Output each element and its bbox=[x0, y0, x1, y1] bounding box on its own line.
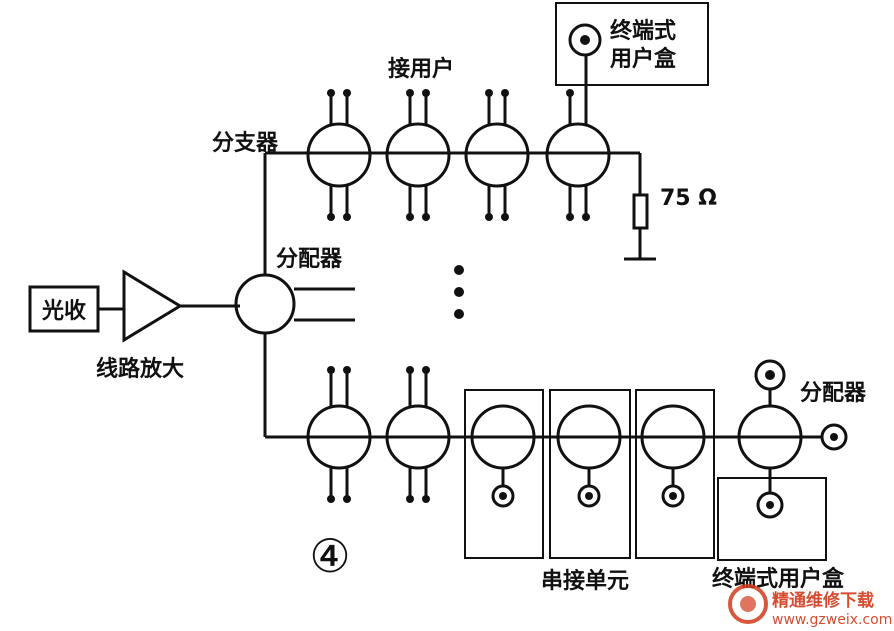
continuation-dots bbox=[454, 265, 464, 319]
terminal-outlet-bottom-label: 终端式用户盒 bbox=[712, 566, 845, 592]
terminal-outlet-label-line-1: 终端式 bbox=[610, 18, 676, 44]
watermark-url: www.gzweix.com bbox=[772, 612, 892, 628]
watermark: 精通维修下载 www.gzweix.com bbox=[728, 584, 892, 628]
terminator-resistor: 75 Ω bbox=[624, 153, 717, 261]
series-unit-1 bbox=[464, 389, 544, 559]
terminal-outlet-label-line-2: 用户盒 bbox=[610, 46, 677, 72]
optical-receiver: 光收 bbox=[28, 285, 100, 333]
watermark-site-name: 精通维修下载 bbox=[772, 590, 874, 611]
bottom-tap-1 bbox=[306, 366, 372, 503]
top-tap-3 bbox=[464, 89, 530, 221]
terminal-outlet-box-top: 终端式 用户盒 bbox=[555, 2, 709, 86]
terminator-label: 75 Ω bbox=[660, 186, 717, 211]
line-amplifier: 线路放大 bbox=[96, 269, 240, 382]
bottom-tap-2 bbox=[385, 366, 451, 503]
series-unit-2 bbox=[549, 389, 631, 559]
figure-number: ④ bbox=[309, 529, 350, 583]
optical-receiver-label: 光收 bbox=[41, 298, 86, 324]
top-tap-2 bbox=[385, 89, 451, 221]
subscriber-label: 接用户 bbox=[388, 56, 454, 82]
top-tap-4 bbox=[545, 55, 611, 221]
main-splitter-label: 分配器 bbox=[276, 247, 343, 272]
main-splitter: 分配器 bbox=[234, 153, 355, 437]
line-amplifier-label: 线路放大 bbox=[96, 356, 184, 382]
tap-label: 分支器 bbox=[212, 131, 279, 156]
right-splitter: 分配器 bbox=[737, 359, 867, 519]
series-unit-3 bbox=[635, 389, 715, 559]
terminal-outlet-box-bottom bbox=[717, 477, 827, 561]
top-tap-1 bbox=[306, 89, 372, 221]
right-splitter-label: 分配器 bbox=[800, 381, 867, 406]
series-units-label: 串接单元 bbox=[541, 569, 629, 594]
watermark-logo bbox=[728, 584, 768, 624]
